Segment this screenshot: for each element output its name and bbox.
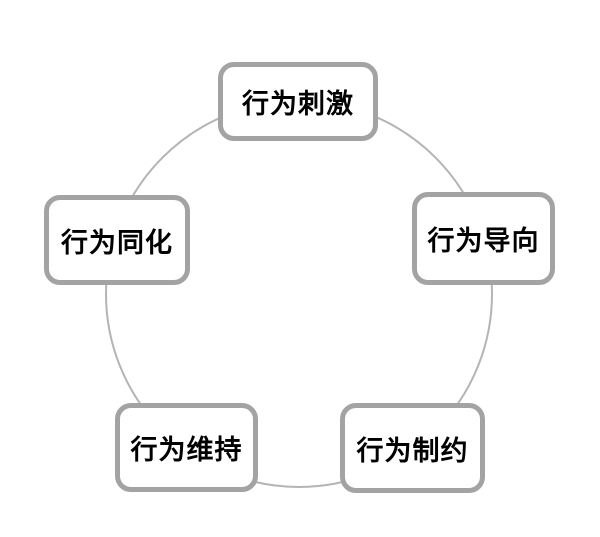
node-stimulus-label: 行为刺激 [242, 89, 354, 120]
node-constraint: 行为制约 [340, 403, 485, 493]
node-assimilation-label: 行为同化 [61, 227, 173, 259]
node-maintenance-label: 行为维持 [130, 435, 243, 466]
node-assimilation: 行为同化 [44, 195, 190, 285]
node-orientation-label: 行为导向 [427, 226, 540, 257]
node-constraint-label: 行为制约 [356, 435, 469, 467]
node-stimulus: 行为刺激 [218, 62, 378, 141]
node-maintenance: 行为维持 [115, 403, 258, 492]
node-orientation: 行为导向 [412, 192, 555, 285]
